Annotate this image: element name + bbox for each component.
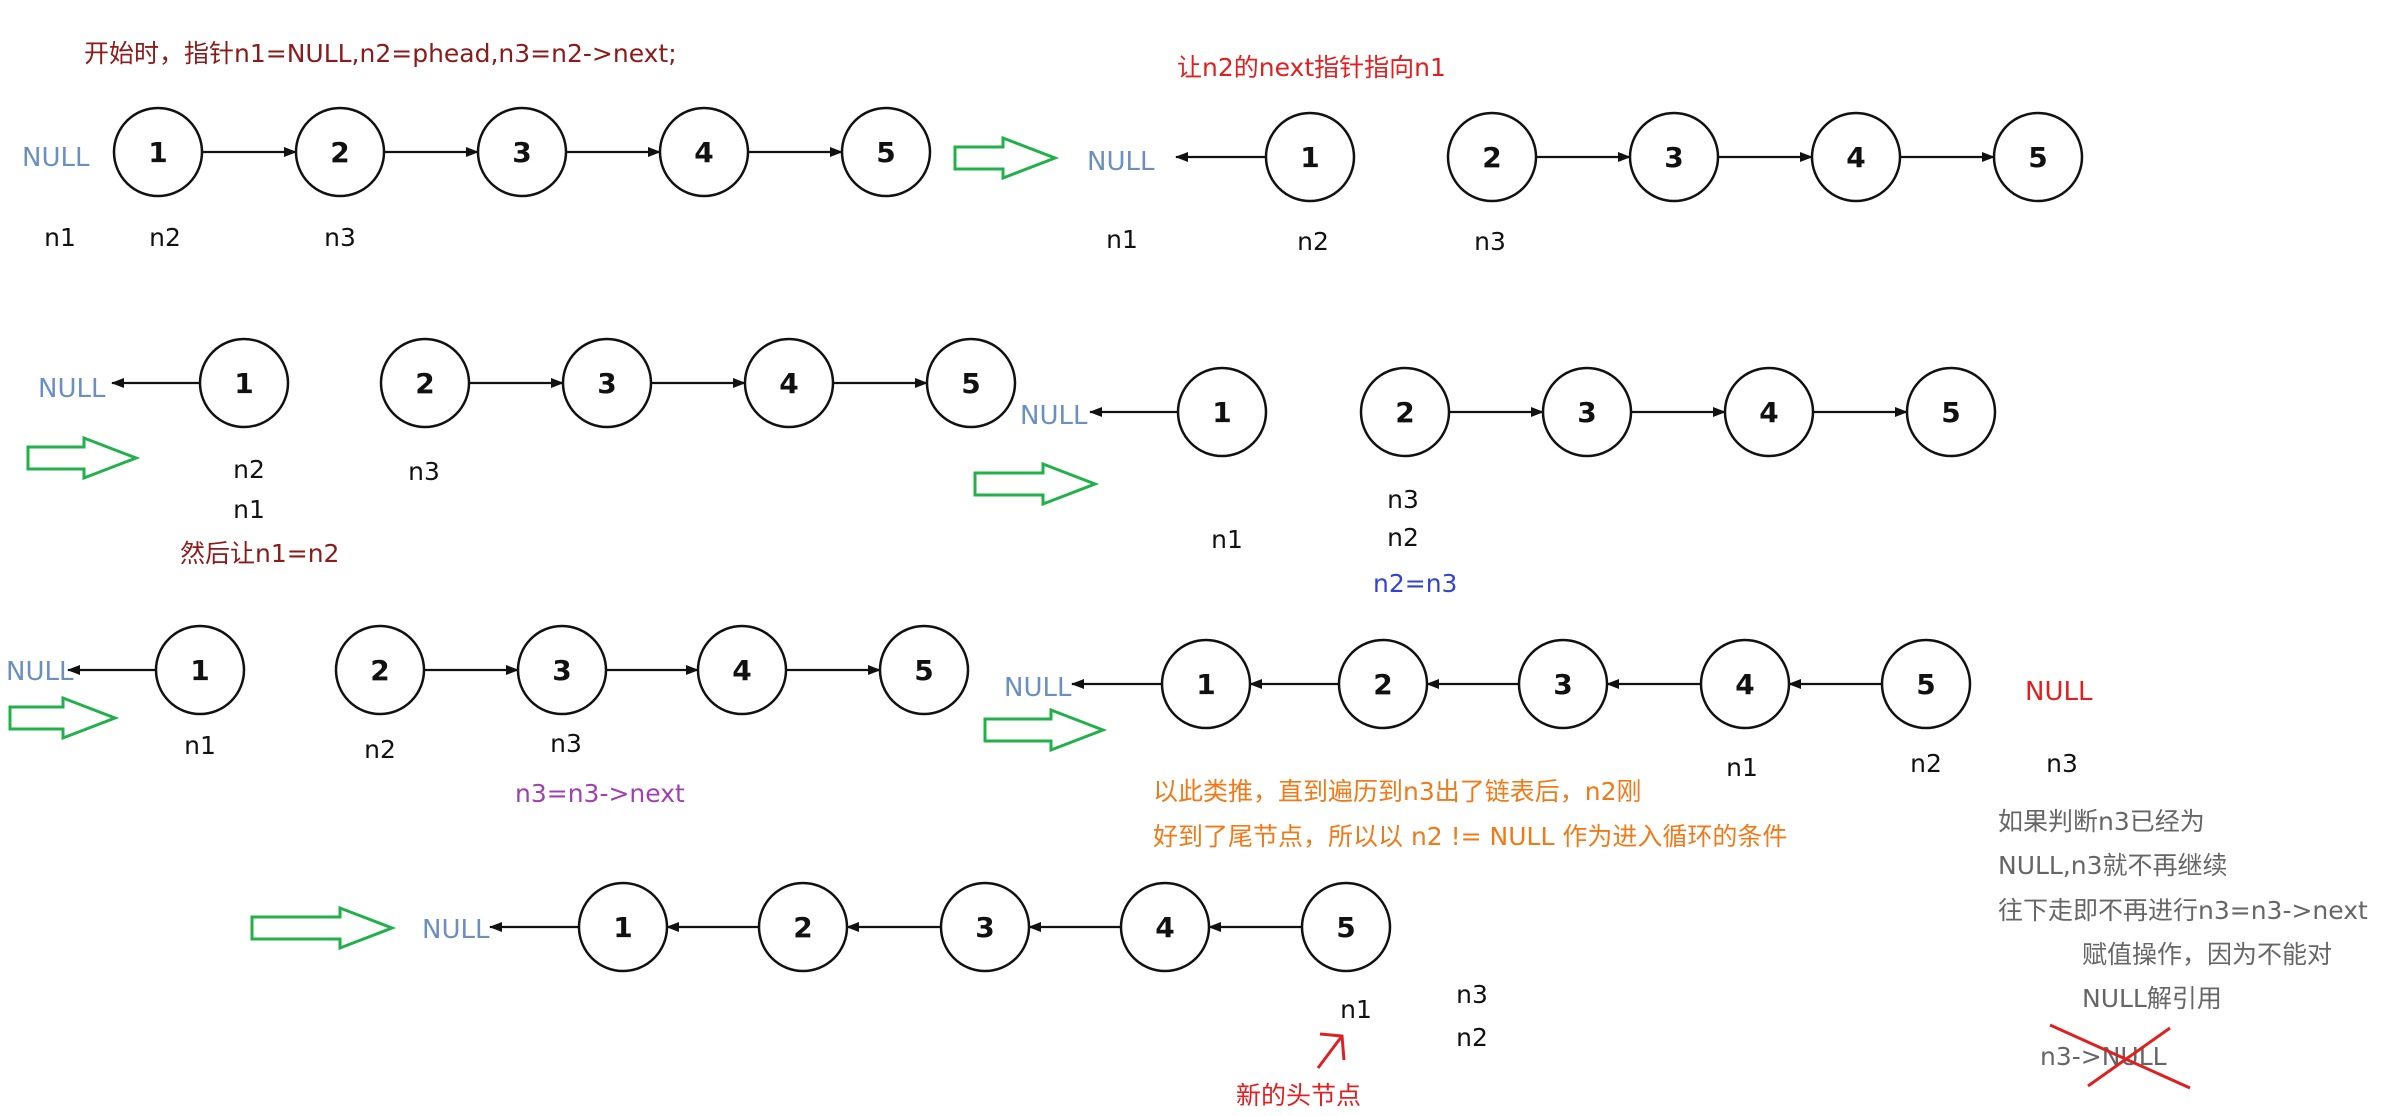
node-value: 4 [1846,141,1865,174]
step-arrow [26,435,141,481]
pointer-label: n2 [364,735,396,764]
step-arrow [973,461,1100,507]
step-arrow [983,707,1108,753]
pointer-label: n3 [408,457,440,486]
node-value: 2 [370,654,389,687]
caption-initial: 开始时，指针n1=NULL,n2=phead,n3=n2->next; [84,39,677,68]
node-value: 2 [793,911,812,944]
node-value: 1 [1196,668,1215,701]
node-value: 4 [1735,668,1754,701]
caption-new-head: 新的头节点 [1236,1081,1361,1110]
note-line-5: NULL解引用 [2082,984,2222,1013]
step-arrow [953,135,1060,181]
node-value: 3 [512,136,531,169]
pointer-label: n2 [233,455,265,484]
node-value: 3 [1577,396,1596,429]
crossed-n3-null: n3->NULL [2040,1042,2167,1071]
caption-n3-advance: n3=n3->next [515,779,685,808]
node-value: 2 [415,367,434,400]
pointer-label: n1 [44,223,76,252]
node-value: 3 [1553,668,1572,701]
caption-analogy-1: 以此类推，直到遍历到n3出了链表后，n2刚 [1153,777,1642,806]
pointer-label: n2 [1910,749,1942,778]
new-head-pointer-arrow [1316,1032,1346,1069]
node-value: 3 [1664,141,1683,174]
node-value: 4 [694,136,713,169]
node-value: 1 [613,911,632,944]
pointer-label: n3 [550,729,582,758]
node-value: 2 [1482,141,1501,174]
pointer-label: n1 [1340,995,1372,1024]
pointer-label: n3 [324,223,356,252]
null-label: NULL [422,915,490,945]
node-value: 1 [148,136,167,169]
pointer-label: n1 [184,731,216,760]
null-label: NULL [22,143,90,173]
caption-point-n2: 让n2的next指针指向n1 [1177,53,1446,82]
node-value: 1 [1212,396,1231,429]
node-value: 5 [1336,911,1355,944]
node-value: 5 [876,136,895,169]
node-value: 4 [1155,911,1174,944]
caption-n2-eq-n3: n2=n3 [1373,569,1457,598]
node-value: 1 [1300,141,1319,174]
pointer-label: n2 [1387,523,1419,552]
node-value: 5 [2028,141,2047,174]
null-label: NULL [1020,401,1088,431]
caption-then-n1: 然后让n1=n2 [180,539,339,568]
node-value: 3 [975,911,994,944]
pointer-label: n3 [1387,485,1419,514]
note-line-4: 赋值操作，因为不能对 [2082,940,2332,969]
pointer-label: n3 [1456,980,1488,1009]
null-label: NULL [1004,673,1072,703]
node-value: 4 [1759,396,1778,429]
node-value: 1 [190,654,209,687]
step-arrow [8,695,120,741]
node-value: 2 [1373,668,1392,701]
pointer-label: n3 [2046,749,2078,778]
pointer-label: n1 [1726,753,1758,782]
node-value: 3 [552,654,571,687]
node-value: 5 [961,367,980,400]
pointer-label: n3 [1474,227,1506,256]
step-arrow [250,905,397,951]
node-value: 3 [597,367,616,400]
node-value: 4 [732,654,751,687]
pointer-label: n1 [233,495,265,524]
null-label: NULL [1087,147,1155,177]
node-value: 1 [234,367,253,400]
pointer-label: n1 [1211,525,1243,554]
node-value: 5 [1916,668,1935,701]
cross-out-mark [2049,1023,2191,1090]
node-value: 5 [1941,396,1960,429]
null-label: NULL [2025,677,2093,707]
pointer-label: n2 [1456,1023,1488,1052]
null-label: NULL [38,374,106,404]
node-value: 2 [1395,396,1414,429]
node-value: 2 [330,136,349,169]
note-line-3: 往下走即不再进行n3=n3->next [1998,896,2368,925]
node-value: 5 [914,654,933,687]
pointer-label: n2 [1297,227,1329,256]
note-line-1: 如果判断n3已经为 [1998,807,2205,836]
node-value: 4 [779,367,798,400]
caption-analogy-2: 好到了尾节点，所以以 n2 != NULL 作为进入循环的条件 [1153,822,1787,851]
pointer-label: n1 [1106,225,1138,254]
pointer-label: n2 [149,223,181,252]
null-label: NULL [6,657,74,687]
note-line-2: NULL,n3就不再继续 [1998,851,2228,880]
